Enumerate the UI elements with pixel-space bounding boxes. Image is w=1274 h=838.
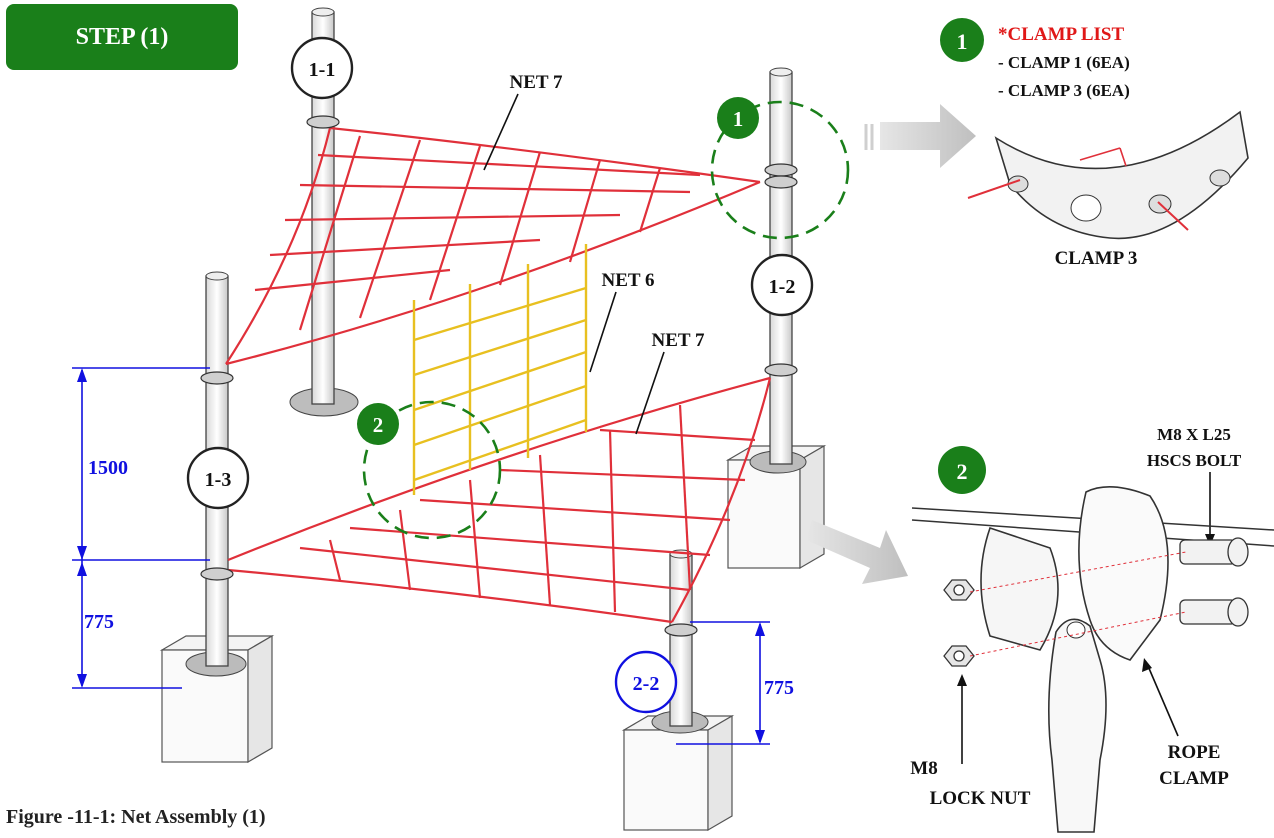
net-label-upper: NET 7 xyxy=(510,72,563,93)
dim-label-1500: 1500 xyxy=(88,457,128,479)
post-label-1-1: 1-1 xyxy=(290,36,354,100)
clamp-3-body xyxy=(994,110,1249,240)
clamp-list-item-2: - CLAMP 3 (6EA) xyxy=(998,81,1130,100)
net-7-lower xyxy=(227,376,772,624)
arrow-to-detail-1 xyxy=(864,104,976,168)
rope-label-line-1: ROPE xyxy=(1168,742,1221,763)
detail-1-number: 1 xyxy=(957,29,968,54)
dim-label-775-left: 775 xyxy=(84,611,114,633)
detail-2-number: 2 xyxy=(957,459,968,484)
clamps xyxy=(200,115,798,637)
post-label-2-2: 2-2 xyxy=(614,650,678,714)
nut-label-line-1: M8 xyxy=(910,758,937,779)
net-6 xyxy=(412,244,588,495)
bolt-label-line-1: M8 X L25 xyxy=(1157,425,1231,444)
net-label-middle: NET 6 xyxy=(602,270,655,291)
clamp-list-title: *CLAMP LIST xyxy=(998,24,1124,45)
detail-2: 2 M8 X L25 HSCS BOLT xyxy=(910,425,1274,833)
detail-1: 1 *CLAMP LIST - CLAMP 1 (6EA) - CLAMP 3 … xyxy=(940,18,1249,269)
base-block-left xyxy=(159,634,275,764)
svg-text:1-3: 1-3 xyxy=(205,469,232,491)
pointer-net-middle xyxy=(589,291,617,373)
callout-2: 2 xyxy=(357,400,502,540)
rope-label-line-2: CLAMP xyxy=(1159,768,1229,789)
svg-text:1-2: 1-2 xyxy=(769,276,796,298)
figure-caption: Figure -11-1: Net Assembly (1) xyxy=(6,806,266,828)
svg-text:1-1: 1-1 xyxy=(309,59,336,81)
pointer-net-upper xyxy=(483,93,519,171)
nut-label-line-2: LOCK NUT xyxy=(930,788,1031,809)
dimension-right xyxy=(676,621,770,745)
dimension-left xyxy=(72,367,210,689)
net-7-upper xyxy=(225,126,761,366)
post-label-1-3: 1-3 xyxy=(186,446,250,510)
svg-text:2-2: 2-2 xyxy=(633,673,660,695)
dim-label-775-right: 775 xyxy=(764,677,794,699)
clamp-list-item-1: - CLAMP 1 (6EA) xyxy=(998,53,1130,72)
svg-text:2: 2 xyxy=(373,413,384,437)
pole-1-1 xyxy=(311,7,335,405)
pointer-net-lower xyxy=(635,351,665,435)
step-badge: STEP (1) xyxy=(6,4,238,70)
post-label-1-2: 1-2 xyxy=(750,253,814,317)
bolt-label-line-2: HSCS BOLT xyxy=(1147,451,1242,470)
base-block-front xyxy=(621,710,735,832)
callout-1: 1 xyxy=(710,97,850,240)
arrow-to-detail-2 xyxy=(806,520,908,584)
clamp-3-label: CLAMP 3 xyxy=(1055,248,1138,269)
svg-text:1: 1 xyxy=(733,107,744,131)
detail-2-badge xyxy=(938,446,986,494)
detail-1-badge xyxy=(940,18,984,62)
net-label-lower: NET 7 xyxy=(652,330,705,351)
